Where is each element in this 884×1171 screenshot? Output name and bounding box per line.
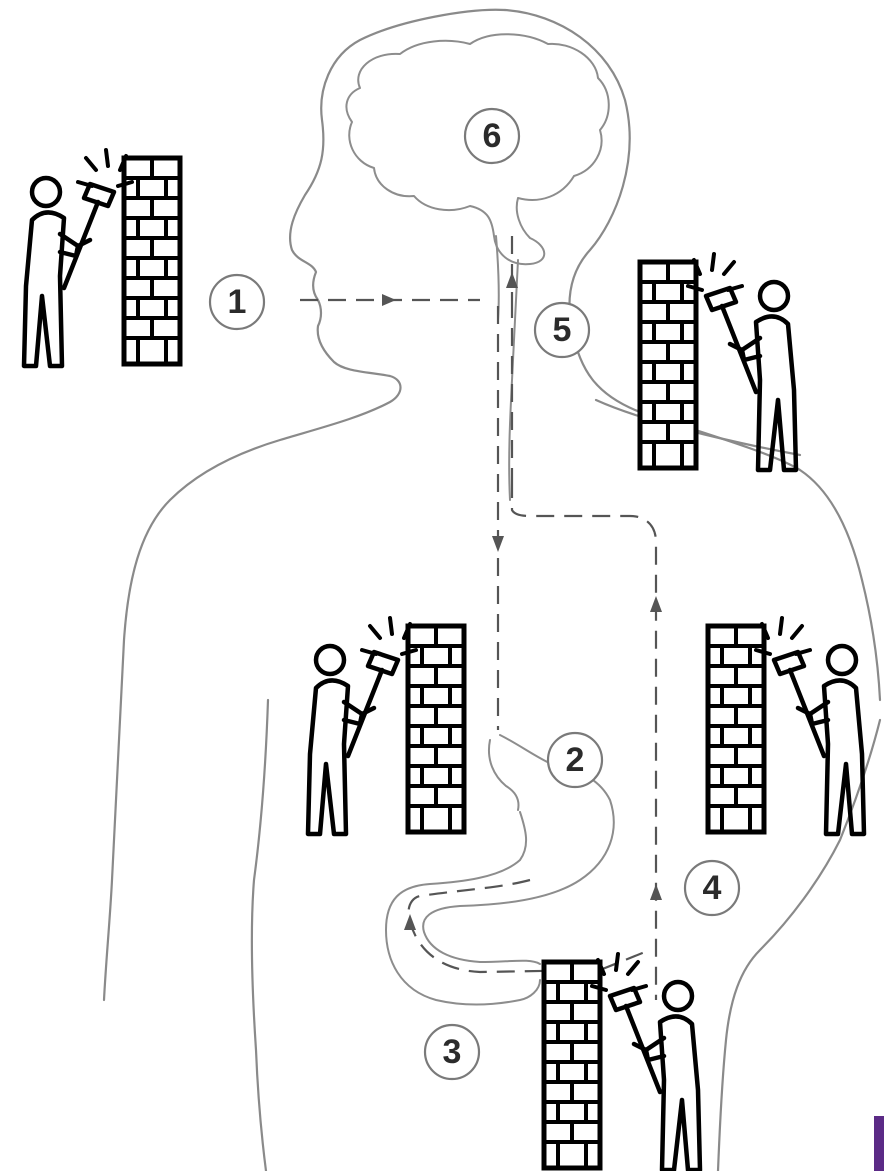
spinal-cord — [496, 236, 518, 500]
corner-badge — [874, 1116, 884, 1171]
route-1-arrow — [382, 294, 396, 306]
marker-5-label: 5 — [553, 311, 572, 349]
marker-3-label: 3 — [443, 1033, 462, 1071]
route-down-arrow — [492, 536, 504, 552]
body-outline — [104, 10, 880, 1171]
esophagus-outline — [489, 740, 519, 810]
route-3-exit — [600, 950, 650, 970]
marker-3: 3 — [425, 1025, 479, 1079]
marker-6: 6 — [465, 109, 519, 163]
marker-2: 2 — [548, 733, 602, 787]
marker-6-label: 6 — [483, 117, 502, 155]
route-4-arrow-upper — [650, 596, 662, 612]
wall-breaker-icon — [24, 150, 180, 366]
marker-4-label: 4 — [703, 869, 722, 907]
marker-1-label: 1 — [228, 283, 247, 321]
marker-2-label: 2 — [566, 741, 585, 779]
route-3-arrow — [404, 914, 416, 930]
route-3-digestion — [408, 880, 600, 972]
marker-4: 4 — [685, 861, 739, 915]
wall-breaker-icon — [308, 618, 464, 834]
left-arm-inner — [252, 700, 268, 1171]
route-4-arrow-lower — [650, 884, 662, 900]
marker-1: 1 — [210, 275, 264, 329]
wall-breaker-icon — [544, 954, 700, 1170]
wall-breaker-icon — [708, 618, 864, 834]
marker-5: 5 — [535, 303, 589, 357]
